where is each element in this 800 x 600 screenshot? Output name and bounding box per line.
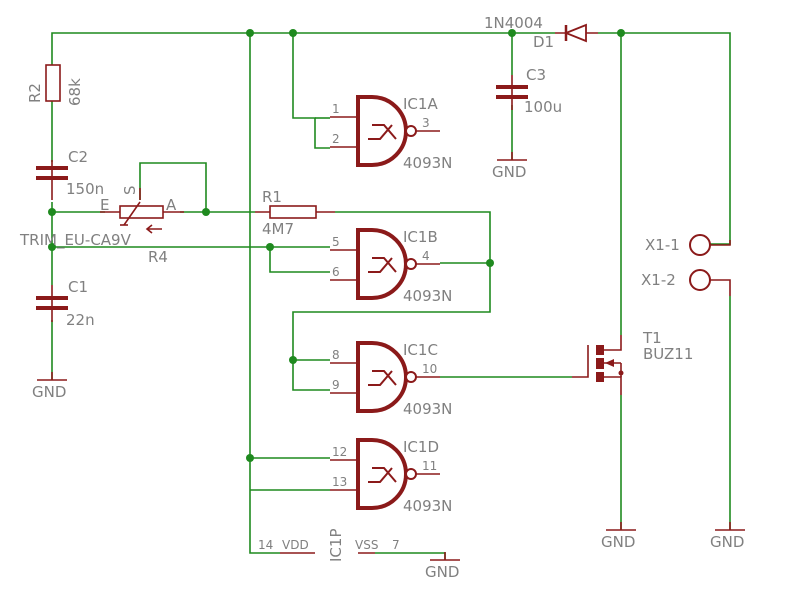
- ic1c-value: 4093N: [403, 400, 452, 418]
- d1-name: D1: [533, 33, 554, 51]
- ic1p-vss: VSS: [355, 538, 378, 552]
- resistor-r2[interactable]: R2 68k: [26, 64, 84, 106]
- ic1-power[interactable]: 14 VDD IC1P VSS 7: [258, 529, 400, 563]
- gate-body: [356, 341, 408, 413]
- ic1c-pin-in2: 9: [332, 378, 340, 392]
- c3-name: C3: [526, 66, 546, 84]
- r4-pin-s: S: [121, 185, 139, 195]
- ic1d-name: IC1D: [403, 438, 439, 456]
- ic1b-pin-in1: 5: [332, 235, 340, 249]
- c3-value: 100u: [524, 98, 562, 116]
- resistor-r1[interactable]: R1 4M7: [255, 188, 335, 238]
- connector-x1-1[interactable]: X1-1: [645, 234, 731, 256]
- ground-symbols: GND GND GND GND GND: [32, 152, 745, 581]
- gnd-label: GND: [32, 383, 66, 401]
- gate-body: [356, 95, 408, 167]
- r2-value: 68k: [66, 78, 84, 106]
- capacitor-c1[interactable]: C1 22n: [36, 278, 95, 329]
- gnd-label: GND: [710, 533, 744, 551]
- nand-gate-ic1d[interactable]: 12 13 11 IC1D 4093N: [330, 438, 452, 515]
- inversion-bubble: [405, 371, 417, 383]
- ic1a-pin-in1: 1: [332, 102, 340, 116]
- ground-symbol: GND: [425, 552, 460, 581]
- connector-x1-2[interactable]: X1-2: [641, 269, 731, 296]
- ic1c-name: IC1C: [403, 341, 438, 359]
- inversion-bubble: [405, 468, 417, 480]
- wires: [51, 32, 731, 560]
- ic1a-name: IC1A: [403, 95, 438, 113]
- capacitor-c2[interactable]: C2 150n: [36, 148, 104, 202]
- diode-d1[interactable]: 1N4004 D1: [484, 14, 598, 51]
- schmitt-trigger-icon: [368, 467, 397, 483]
- ground-symbol: GND: [32, 372, 67, 401]
- transistor-t1[interactable]: T1 BUZ11: [572, 329, 693, 395]
- gate-body: [356, 228, 408, 300]
- inversion-bubble: [405, 125, 417, 137]
- gate-body: [356, 438, 408, 510]
- ground-symbol: GND: [710, 522, 745, 551]
- ic1d-value: 4093N: [403, 497, 452, 515]
- nand-gate-ic1c[interactable]: 8 9 10 IC1C 4093N: [330, 341, 452, 418]
- gnd-label: GND: [492, 163, 526, 181]
- x1-2-label: X1-2: [641, 271, 676, 289]
- schmitt-trigger-icon: [368, 124, 397, 140]
- r4-value: TRIM_EU-CA9V: [19, 231, 132, 250]
- ic1a-value: 4093N: [403, 154, 452, 172]
- nand-gates: 123IC1A4093N564IC1B4093N8910IC1C4093N121…: [330, 95, 452, 515]
- gnd-label: GND: [601, 533, 635, 551]
- ic1c-pin-in1: 8: [332, 348, 340, 362]
- ic1c-pin-out: 10: [422, 362, 437, 376]
- ic1b-value: 4093N: [403, 287, 452, 305]
- r2-name: R2: [26, 83, 44, 103]
- ic1p-vss-pin: 7: [392, 538, 400, 552]
- x1-1-label: X1-1: [645, 236, 680, 254]
- ic1d-pin-in1: 12: [332, 445, 347, 459]
- ic1p-vdd: VDD: [282, 538, 309, 552]
- r4-pin-a: A: [166, 196, 177, 214]
- nand-gate-ic1a[interactable]: 1 2 3 IC1A 4093N: [330, 95, 452, 172]
- c1-value: 22n: [66, 311, 95, 329]
- t1-value: BUZ11: [643, 345, 693, 363]
- ic1p-name: IC1P: [327, 529, 345, 563]
- ic1a-pin-out: 3: [422, 116, 430, 130]
- d1-value: 1N4004: [484, 14, 543, 32]
- ic1b-pin-out: 4: [422, 249, 430, 263]
- schmitt-trigger-icon: [368, 257, 397, 273]
- junctions: [48, 29, 625, 462]
- gnd-label: GND: [425, 563, 459, 581]
- ground-symbol: GND: [601, 522, 636, 551]
- ic1d-pin-in2: 13: [332, 475, 347, 489]
- r1-value: 4M7: [262, 220, 294, 238]
- nand-gate-ic1b[interactable]: 5 6 4 IC1B 4093N: [330, 228, 452, 305]
- r4-pin-e: E: [100, 196, 109, 214]
- c2-name: C2: [68, 148, 88, 166]
- ic1b-pin-in2: 6: [332, 265, 340, 279]
- c2-value: 150n: [66, 180, 104, 198]
- ic1a-pin-in2: 2: [332, 132, 340, 146]
- schmitt-trigger-icon: [368, 370, 397, 386]
- ground-symbol: GND: [492, 152, 527, 181]
- ic1d-pin-out: 11: [422, 459, 437, 473]
- t1-name: T1: [642, 329, 662, 347]
- r1-name: R1: [262, 188, 282, 206]
- ic1p-vdd-pin: 14: [258, 538, 273, 552]
- trimmer-r4[interactable]: E A S TRIM_EU-CA9V R4: [19, 185, 184, 266]
- inversion-bubble: [405, 258, 417, 270]
- ic1b-name: IC1B: [403, 228, 438, 246]
- capacitor-c3[interactable]: C3 100u: [496, 66, 562, 116]
- r4-name: R4: [148, 248, 168, 266]
- c1-name: C1: [68, 278, 88, 296]
